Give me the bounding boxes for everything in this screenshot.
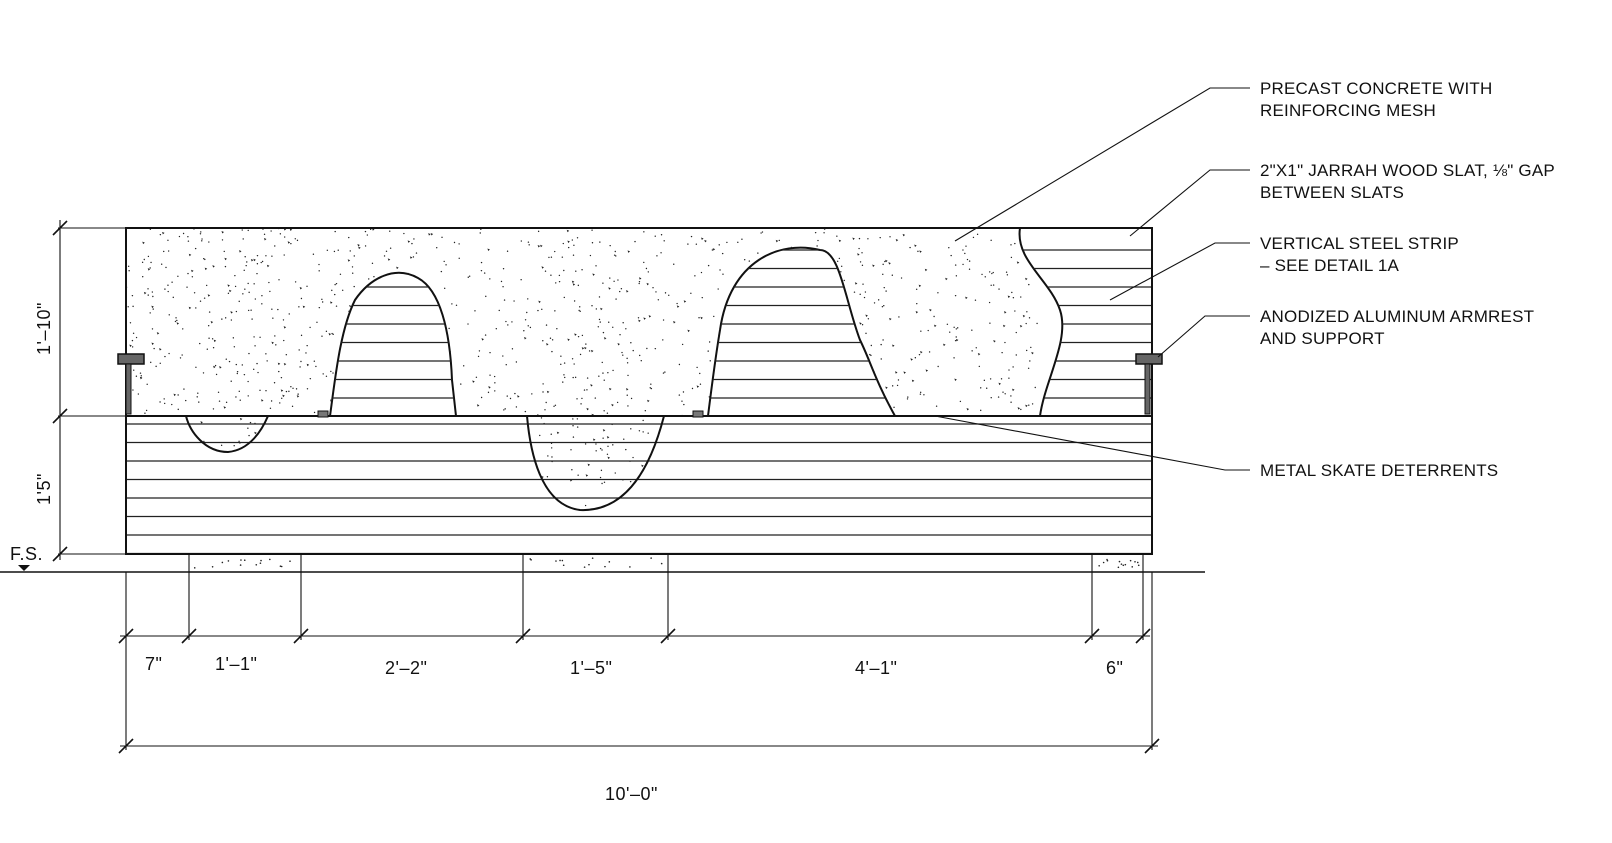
svg-text:BETWEEN SLATS: BETWEEN SLATS [1260, 183, 1404, 202]
svg-text:METAL SKATE DETERRENTS: METAL SKATE DETERRENTS [1260, 461, 1498, 480]
horizontal-dimensions: 7" 1'–1" 2'–2" 1'–5" 4'–1" 6" 10'–0" [118, 572, 1160, 804]
skate-deterrent-1 [317, 410, 329, 418]
vertical-dimension: 1'–10" 1'5" [34, 220, 126, 562]
dimension-7in: 7" [145, 654, 162, 674]
finished-surface-label: F.S. [10, 544, 43, 564]
dimension-2ft-2in: 2'–2" [385, 658, 427, 678]
dimension-overall-length: 10'–0" [605, 784, 658, 804]
dimension-lower-height: 1'5" [34, 473, 54, 505]
callout-precast-concrete: PRECAST CONCRETE WITH REINFORCING MESH [1260, 79, 1492, 120]
svg-text:REINFORCING MESH: REINFORCING MESH [1260, 101, 1436, 120]
armrest-right [1135, 353, 1163, 415]
callout-armrest: ANODIZED ALUMINUM ARMREST AND SUPPORT [1260, 307, 1534, 348]
callout-leaders [934, 87, 1250, 471]
svg-text:– SEE DETAIL 1A: – SEE DETAIL 1A [1260, 256, 1400, 275]
footing-2 [522, 553, 669, 573]
footing-3 [1091, 553, 1144, 573]
callout-steel-strip: VERTICAL STEEL STRIP – SEE DETAIL 1A [1260, 234, 1459, 275]
precast-concrete-top [125, 227, 1064, 417]
svg-text:ANODIZED ALUMINUM ARMREST: ANODIZED ALUMINUM ARMREST [1260, 307, 1534, 326]
concrete-lower-blob-middle [525, 415, 666, 512]
armrest-left [117, 353, 145, 415]
footing-1 [188, 553, 302, 573]
svg-text:PRECAST CONCRETE WITH: PRECAST CONCRETE WITH [1260, 79, 1492, 98]
finished-surface-marker [18, 565, 30, 571]
dimension-1ft-1in: 1'–1" [215, 654, 257, 674]
dimension-1ft-5in: 1'–5" [570, 658, 612, 678]
callout-skate-deterrents: METAL SKATE DETERRENTS [1260, 461, 1498, 480]
wood-slats-lower [126, 423, 1152, 555]
callout-wood-slat: 2"X1" JARRAH WOOD SLAT, ⅛" GAP BETWEEN S… [1260, 161, 1555, 202]
concrete-aggregate-texture [126, 228, 1140, 569]
svg-text:AND SUPPORT: AND SUPPORT [1260, 329, 1385, 348]
skate-deterrent-2 [692, 410, 704, 418]
footings [188, 553, 1144, 573]
dimension-4ft-1in: 4'–1" [855, 658, 897, 678]
concrete-lower-blob-left [184, 415, 270, 454]
dimension-upper-height: 1'–10" [34, 302, 54, 355]
wood-slats-upper [330, 249, 1152, 399]
svg-text:2"X1" JARRAH WOOD SLAT, ⅛" GAP: 2"X1" JARRAH WOOD SLAT, ⅛" GAP [1260, 161, 1555, 180]
svg-text:VERTICAL STEEL STRIP: VERTICAL STEEL STRIP [1260, 234, 1459, 253]
dimension-6in: 6" [1106, 658, 1123, 678]
bench-outline [125, 227, 1153, 555]
